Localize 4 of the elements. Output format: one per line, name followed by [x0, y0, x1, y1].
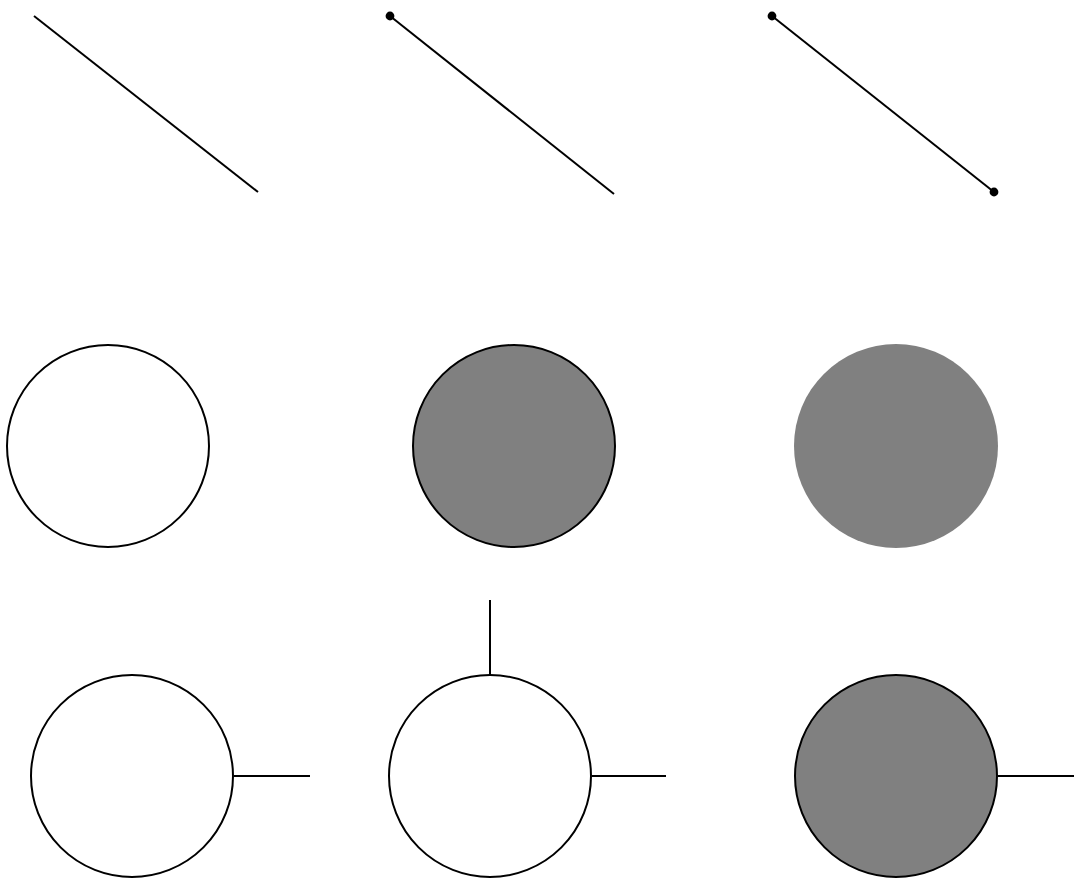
connector-line	[997, 775, 1074, 777]
connector-line	[489, 599, 491, 675]
connector-line	[591, 775, 667, 777]
connector-line	[233, 775, 311, 777]
